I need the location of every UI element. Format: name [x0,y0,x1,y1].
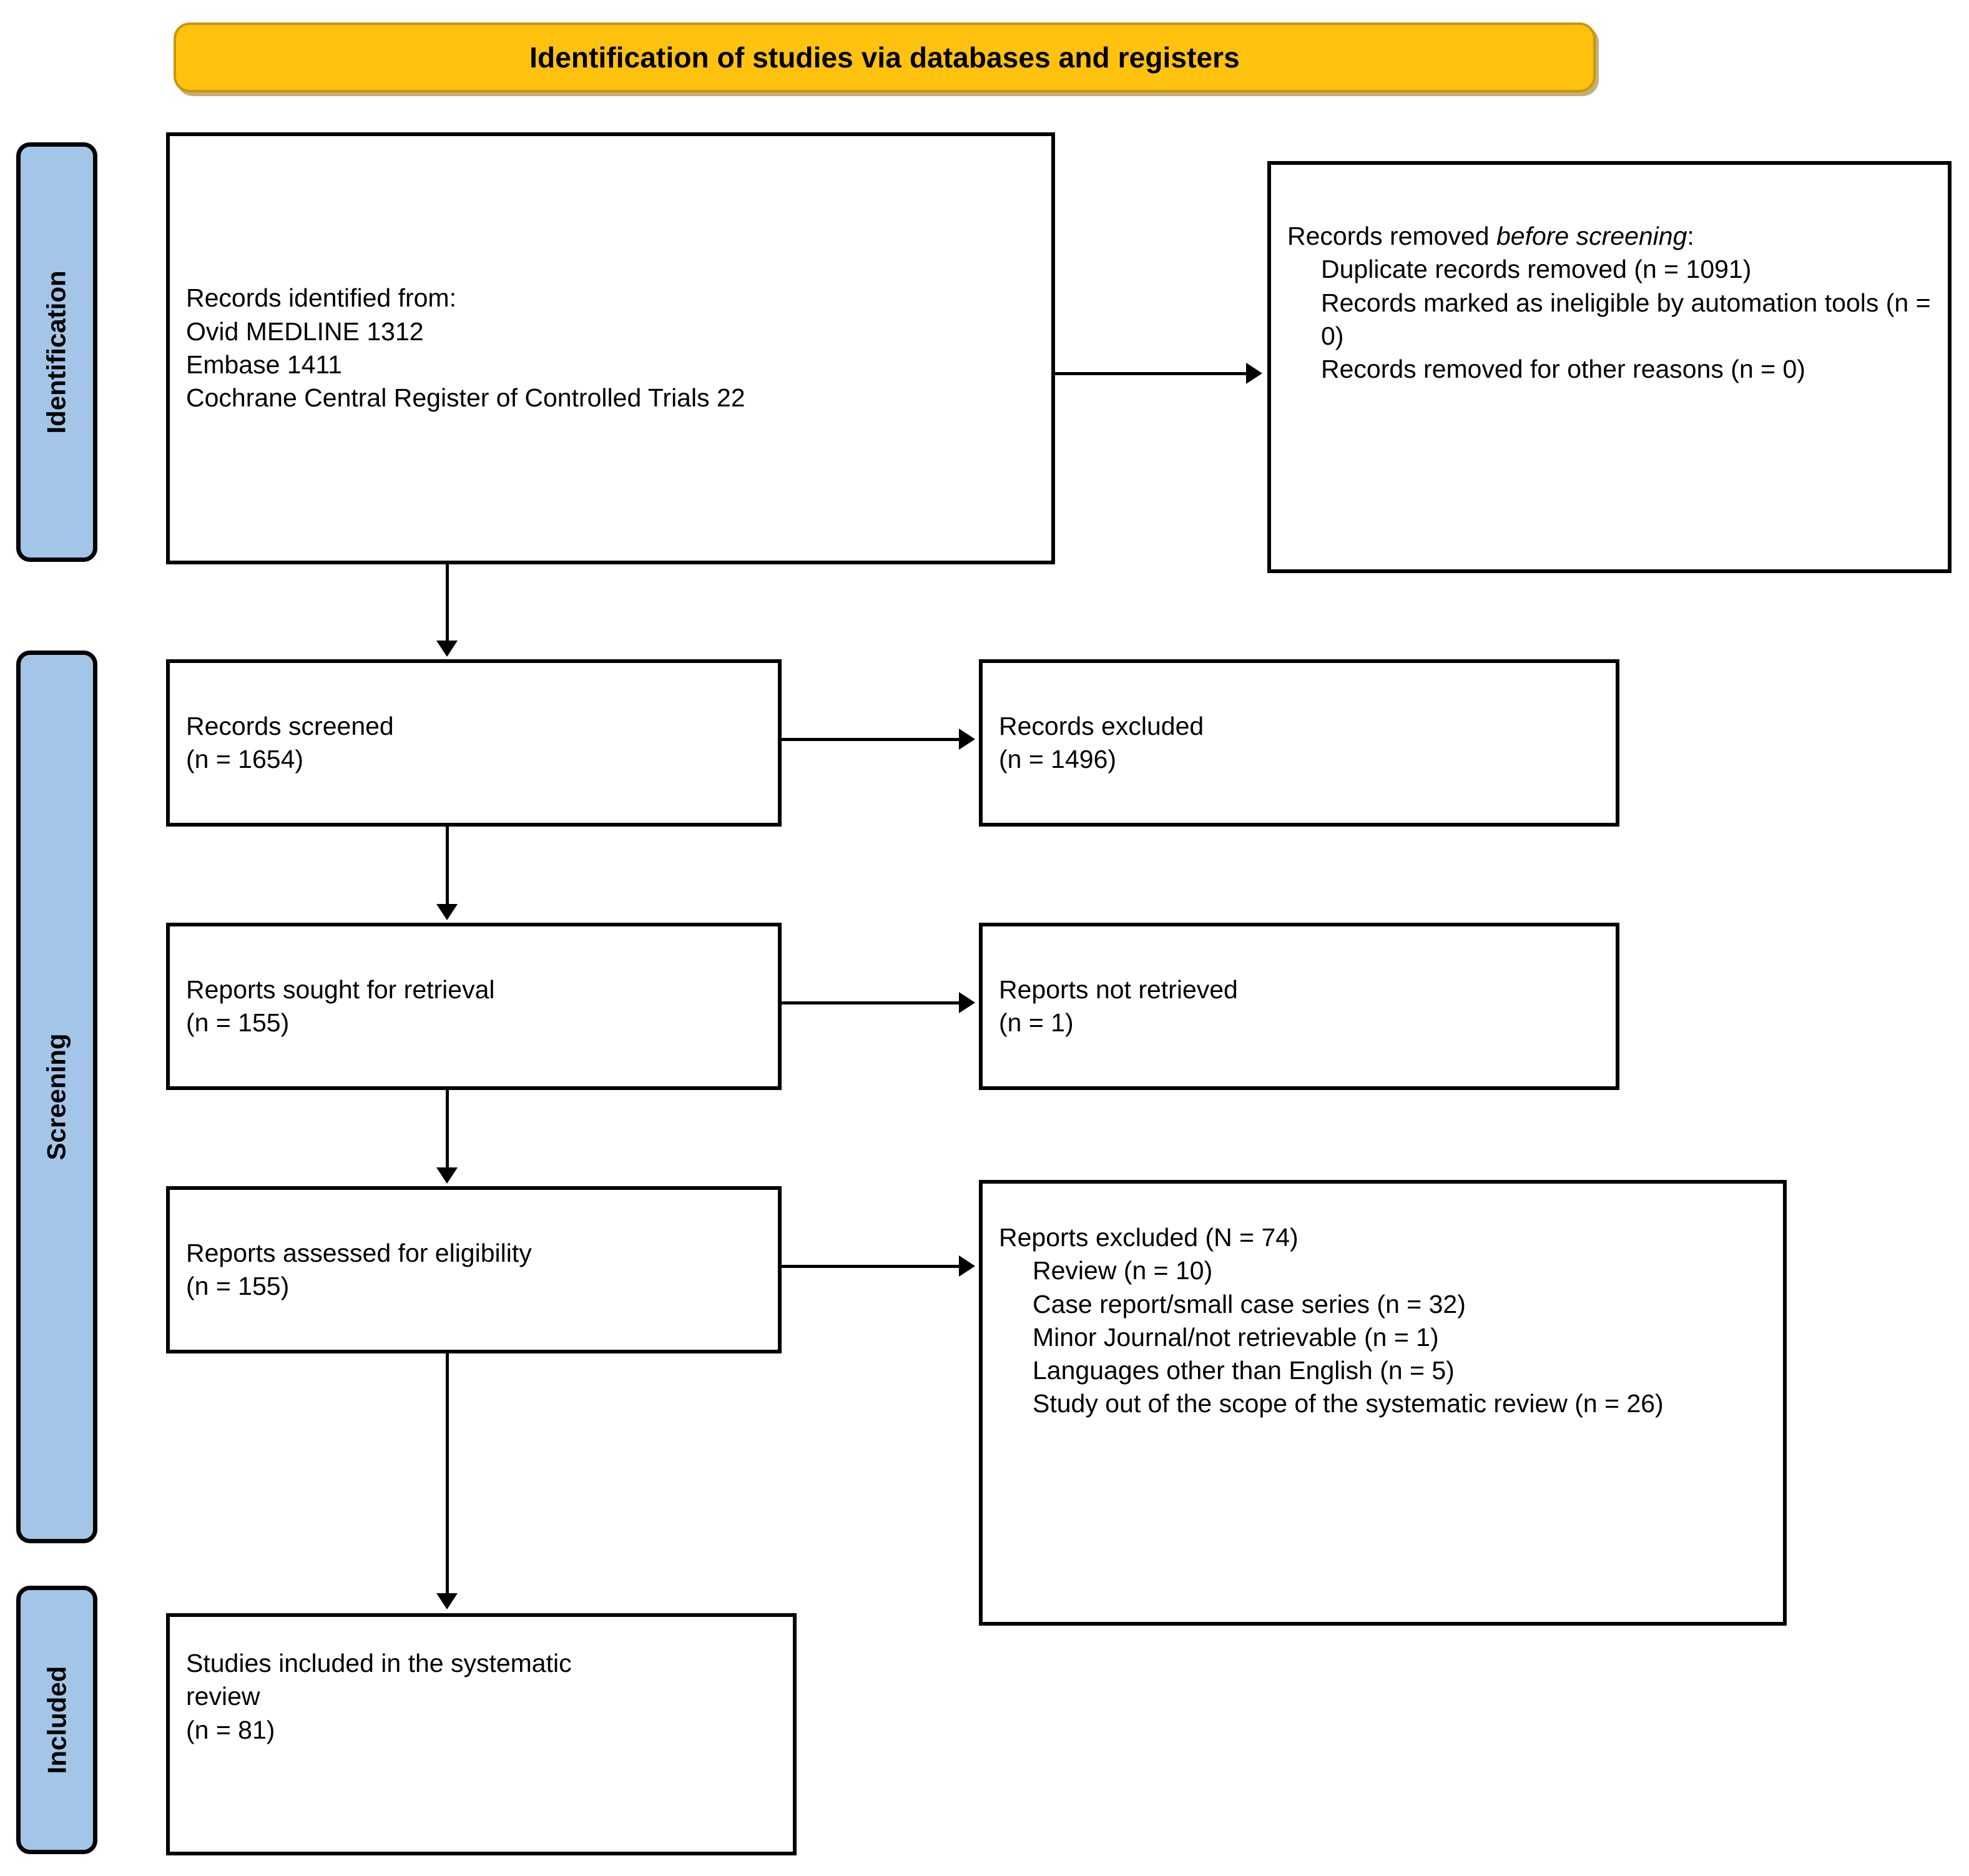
connector-sought-to-not-retrieved [782,1001,960,1004]
arrowhead-screened-to-excluded [959,729,975,750]
connector-screened-to-excluded [782,738,960,741]
records-excluded-count: (n = 1496) [999,745,1117,773]
reports-excluded-reason-language: Languages other than English (n = 5) [1033,1356,1455,1385]
connector-sought-to-assessed [446,1090,449,1171]
box-records-excluded[interactable]: Records excluded (n = 1496) [979,659,1619,827]
box-records-identified[interactable]: Records identified from: Ovid MEDLINE 13… [166,132,1055,564]
stage-identification: Identification [16,142,97,562]
stage-screening: Screening [16,651,97,1543]
stage-included-label: Included [42,1666,71,1774]
connector-assessed-to-included [446,1353,449,1598]
records-identified-line-1: Records identified from: [186,283,456,313]
records-identified-line-4: Cochrane Central Register of Controlled … [186,383,745,413]
stage-included: Included [16,1586,97,1854]
arrowhead-sought-to-not-retrieved [959,992,975,1013]
duplicate-records-removed: Duplicate records removed (n = 1091) [1321,255,1752,284]
studies-included-label: Studies included in the systematic revie… [186,1649,579,1711]
records-screened-count: (n = 1654) [186,745,304,773]
reports-excluded-reason-out-of-scope: Study out of the scope of the systematic… [1033,1389,1664,1418]
box-reports-sought-for-retrieval[interactable]: Reports sought for retrieval (n = 155) [166,923,782,1090]
arrowhead-screened-to-sought [436,904,458,920]
connector-screened-to-sought [446,827,449,908]
reports-sought-label: Reports sought for retrieval [186,975,495,1004]
studies-included-count: (n = 81) [186,1715,275,1744]
box-studies-included[interactable]: Studies included in the systematic revie… [166,1613,797,1855]
box-records-screened[interactable]: Records screened (n = 1654) [166,659,782,827]
reports-excluded-reason-case-report: Case report/small case series (n = 32) [1033,1289,1466,1319]
arrowhead-identified-to-screened [436,641,458,657]
arrowhead-assessed-to-included [436,1593,458,1609]
records-removed-other-reasons: Records removed for other reasons (n = 0… [1321,355,1805,384]
stage-identification-label: Identification [42,270,71,434]
arrowhead-assessed-to-reports-excluded [959,1255,975,1277]
records-removed-heading: Records removed before screening: [1287,222,1694,250]
banner-title: Identification of studies via databases … [529,41,1240,74]
reports-excluded-reason-minor-journal: Minor Journal/not retrievable (n = 1) [1033,1322,1439,1352]
records-identified-line-3: Embase 1411 [186,350,342,379]
reports-not-retrieved-count: (n = 1) [999,1008,1074,1037]
reports-excluded-reason-review: Review (n = 10) [1033,1256,1213,1285]
reports-sought-count: (n = 155) [186,1008,290,1037]
reports-assessed-label: Reports assessed for eligibility [186,1238,532,1267]
connector-identified-to-screened [446,564,449,644]
box-records-removed-before-screening[interactable]: Records removed before screening: Duplic… [1267,161,1952,573]
records-screened-label: Records screened [186,711,394,740]
before-screening-emphasis: before screening [1496,222,1687,250]
connector-assessed-to-reports-excluded [782,1265,960,1268]
records-excluded-label: Records excluded [999,711,1204,740]
box-reports-assessed-for-eligibility[interactable]: Reports assessed for eligibility (n = 15… [166,1186,782,1353]
diagram-banner: Identification of studies via databases … [174,22,1596,92]
reports-not-retrieved-label: Reports not retrieved [999,975,1238,1004]
records-marked-ineligible: Records marked as ineligible by automati… [1321,288,1938,350]
arrowhead-identified-to-removed [1246,363,1262,384]
records-identified-line-2: Ovid MEDLINE 1312 [186,317,424,346]
box-reports-excluded[interactable]: Reports excluded (N = 74) Review (n = 10… [979,1180,1787,1626]
reports-excluded-heading: Reports excluded (N = 74) [999,1223,1299,1252]
stage-screening-label: Screening [42,1033,72,1161]
box-reports-not-retrieved[interactable]: Reports not retrieved (n = 1) [979,923,1619,1090]
reports-assessed-count: (n = 155) [186,1272,290,1300]
connector-identified-to-removed [1055,372,1247,375]
arrowhead-sought-to-assessed [436,1167,458,1184]
